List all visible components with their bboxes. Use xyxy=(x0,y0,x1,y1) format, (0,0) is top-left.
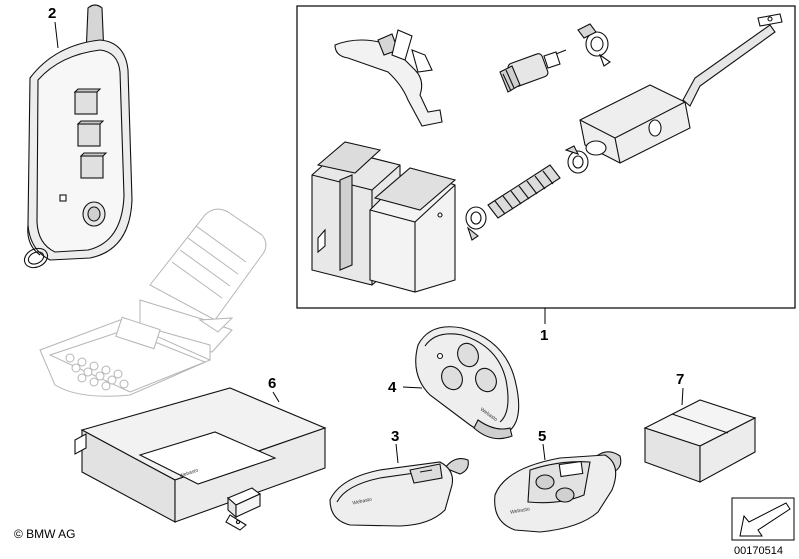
part-7-parts-box xyxy=(643,399,757,483)
ghost-mobile-phone-illustration xyxy=(39,208,267,397)
part-1-hose-clamp-middle xyxy=(564,145,589,174)
ghost-phone-keypad xyxy=(65,353,129,391)
document-number: 00170514 xyxy=(734,545,783,557)
part-3-brand-label: Webasto xyxy=(352,497,373,507)
part-5-brand-label: Webasto xyxy=(510,506,531,515)
leader-line-3 xyxy=(395,443,399,464)
callout-3: 3 xyxy=(391,428,399,445)
callout-5: 5 xyxy=(538,428,546,445)
callout-2: 2 xyxy=(48,5,56,22)
part-1-hose-clamp-top xyxy=(577,23,611,67)
document-direction-badge xyxy=(731,497,795,541)
callout-1: 1 xyxy=(540,327,548,344)
copyright-notice: © BMW AG xyxy=(14,527,76,541)
leader-line-4 xyxy=(402,386,423,389)
part-1-circulation-pump xyxy=(499,49,567,93)
leader-line-5 xyxy=(542,443,546,461)
part-1-parking-heater-unit xyxy=(311,141,457,293)
leader-line-6 xyxy=(272,391,280,403)
callout-4: 4 xyxy=(388,379,397,396)
part-1-coolant-hose xyxy=(334,29,443,127)
callout-7: 7 xyxy=(676,371,684,388)
callout-6: 6 xyxy=(268,375,276,392)
part-1-hose-clamp-bottom xyxy=(465,206,487,241)
part-1-exhaust-muffler xyxy=(579,13,783,164)
part-5-remote-with-display: Webasto xyxy=(494,451,622,533)
part-3-remote-transmitter: Webasto xyxy=(329,458,469,527)
leader-line-7 xyxy=(681,387,684,406)
arrow-down-left-icon xyxy=(739,502,791,537)
part-6-control-module: Webasto xyxy=(74,387,327,531)
part-2-handheld-transmitter xyxy=(23,4,133,269)
part-4-remote-key-fob: Webasto xyxy=(415,326,520,440)
part-1-kit-frame xyxy=(296,5,796,309)
part-1-flexible-exhaust-pipe xyxy=(487,164,561,219)
leader-line-2 xyxy=(54,21,59,49)
keyring-icon xyxy=(23,247,49,269)
part-6-brand-label: Webasto xyxy=(179,468,200,480)
